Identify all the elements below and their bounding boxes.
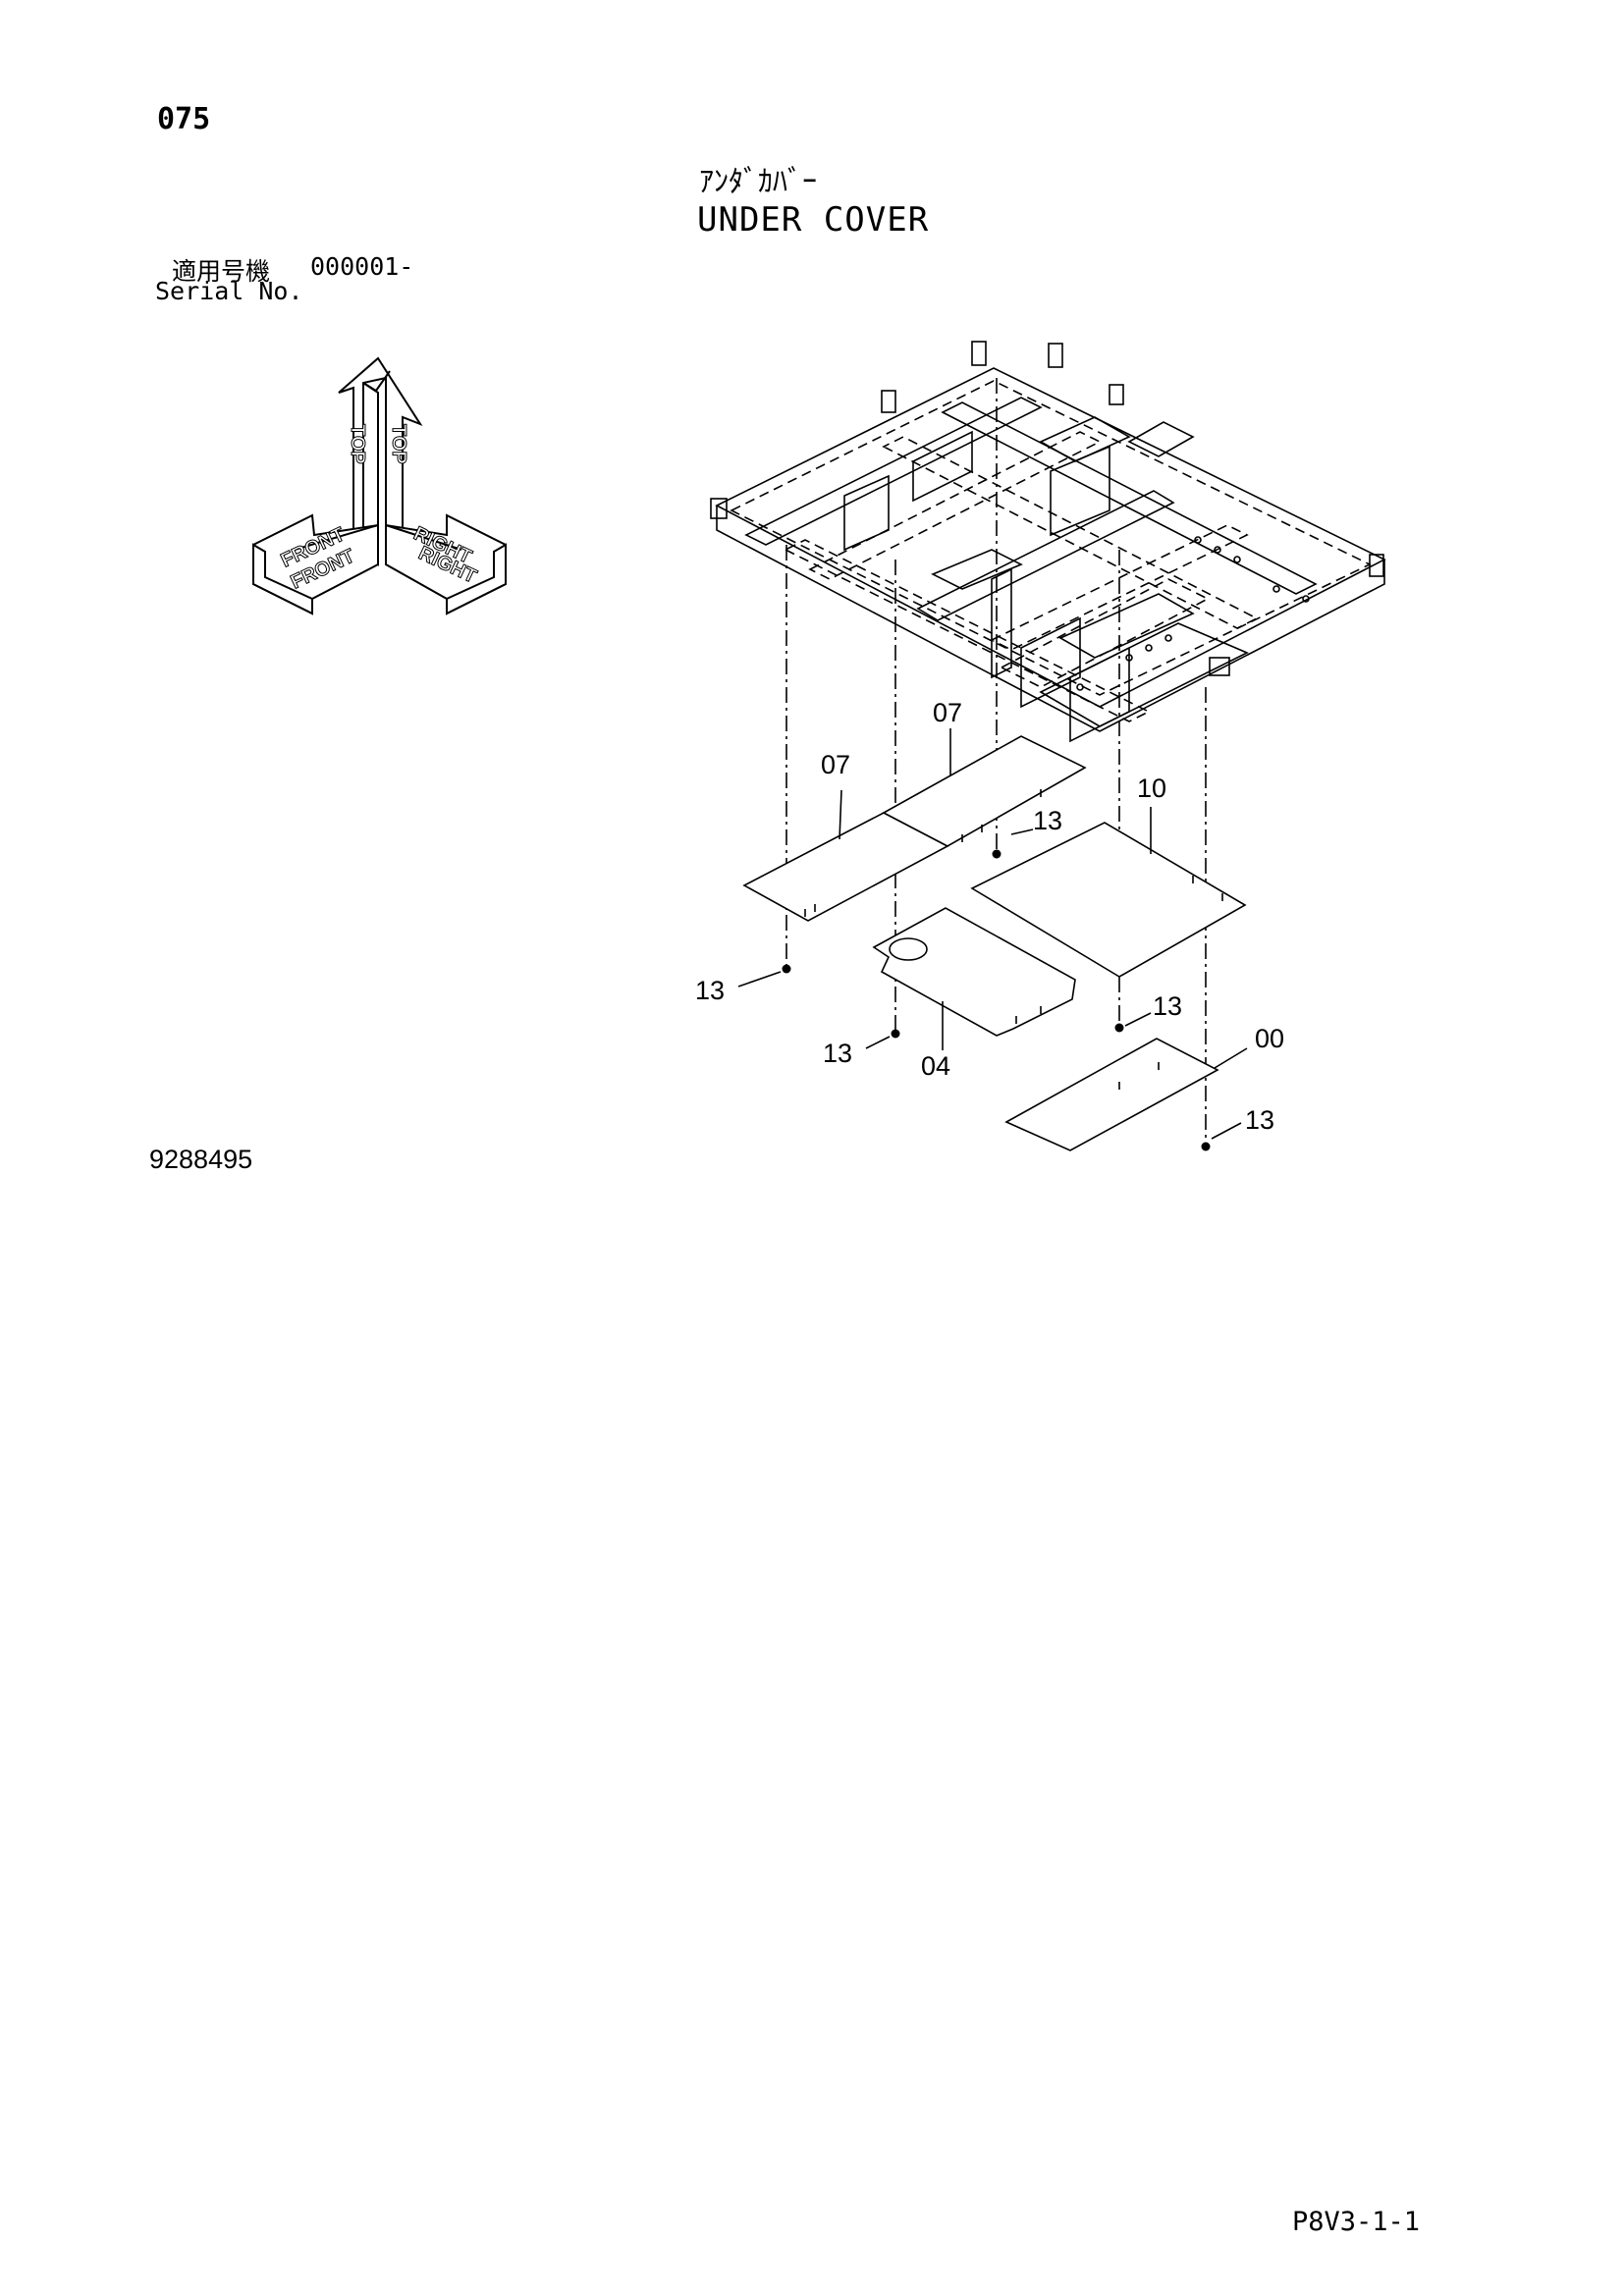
- frame-assembly: [710, 341, 1386, 743]
- callout-13-a: 13: [695, 976, 725, 1005]
- callout-07-a: 07: [821, 750, 850, 779]
- fastener-13-b: [891, 1029, 900, 1039]
- fastener-13-d: [1114, 1023, 1124, 1033]
- callout-04: 04: [921, 1051, 950, 1081]
- fastener-13-e: [1201, 1142, 1211, 1151]
- footer-code: P8V3-1-1: [1292, 2207, 1421, 2237]
- cover-04: [872, 907, 1076, 1037]
- serial-label-japanese: 適用号機: [172, 257, 271, 286]
- fasteners: [782, 849, 1211, 1151]
- label-top-2: TOP: [347, 424, 368, 464]
- label-top-1: TOP: [388, 424, 409, 464]
- cover-plates: [742, 735, 1247, 1151]
- orientation-indicator: [252, 356, 507, 615]
- callout-13-c: 13: [1033, 806, 1062, 835]
- fastener-13-c: [992, 849, 1001, 859]
- drawing-number: 9288495: [149, 1145, 253, 1174]
- serial-label-english: Serial No.: [155, 277, 303, 305]
- callout-13-e: 13: [1245, 1105, 1274, 1135]
- callout-00: 00: [1255, 1024, 1284, 1053]
- cover-07-upper: [882, 735, 1087, 847]
- cover-04-hole: [889, 937, 928, 961]
- callout-labels: 07 07 13 10 13 13 04 13 00 13: [695, 698, 1284, 1135]
- title-english: UNDER COVER: [697, 200, 930, 240]
- serial-number: 000001-: [310, 252, 414, 281]
- fastener-13-a: [782, 964, 791, 974]
- leader-lines: [737, 728, 1248, 1140]
- page-number: 075: [157, 102, 211, 136]
- frame-outline: [715, 367, 1386, 708]
- callout-13-b: 13: [823, 1039, 852, 1068]
- callout-07-b: 07: [933, 698, 962, 727]
- right-arrow-face: [446, 543, 507, 615]
- title-japanese: ｱﾝﾀﾞｶﾊﾞｰ: [699, 165, 817, 199]
- cover-00: [1004, 1038, 1219, 1151]
- cover-10: [970, 822, 1247, 978]
- callout-10: 10: [1137, 774, 1166, 803]
- callout-13-d: 13: [1153, 991, 1182, 1021]
- front-arrow-face: [252, 543, 313, 615]
